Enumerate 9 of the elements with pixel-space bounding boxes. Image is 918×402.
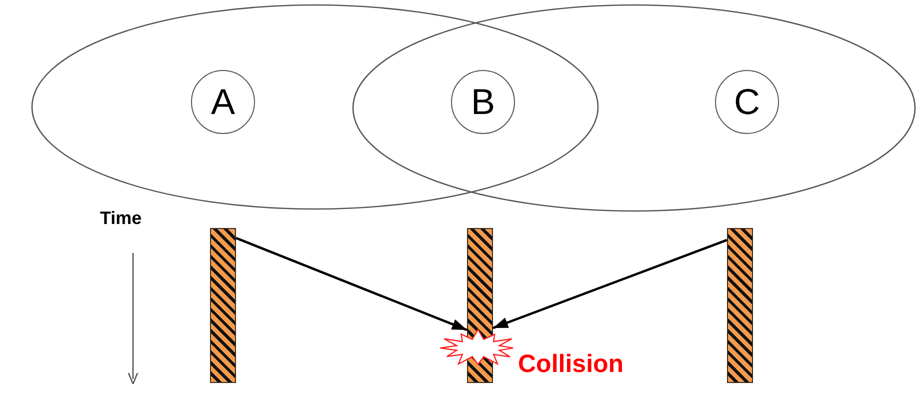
arrow <box>492 238 728 330</box>
hatched-bar <box>210 228 236 383</box>
station-circle: C <box>715 70 779 134</box>
callout-text: Collision <box>518 351 624 378</box>
arrow <box>236 236 468 332</box>
hatched-bar <box>727 228 753 383</box>
station-circle: B <box>451 70 515 134</box>
axis-label: Time <box>100 209 142 229</box>
station-circle: A <box>191 70 255 134</box>
